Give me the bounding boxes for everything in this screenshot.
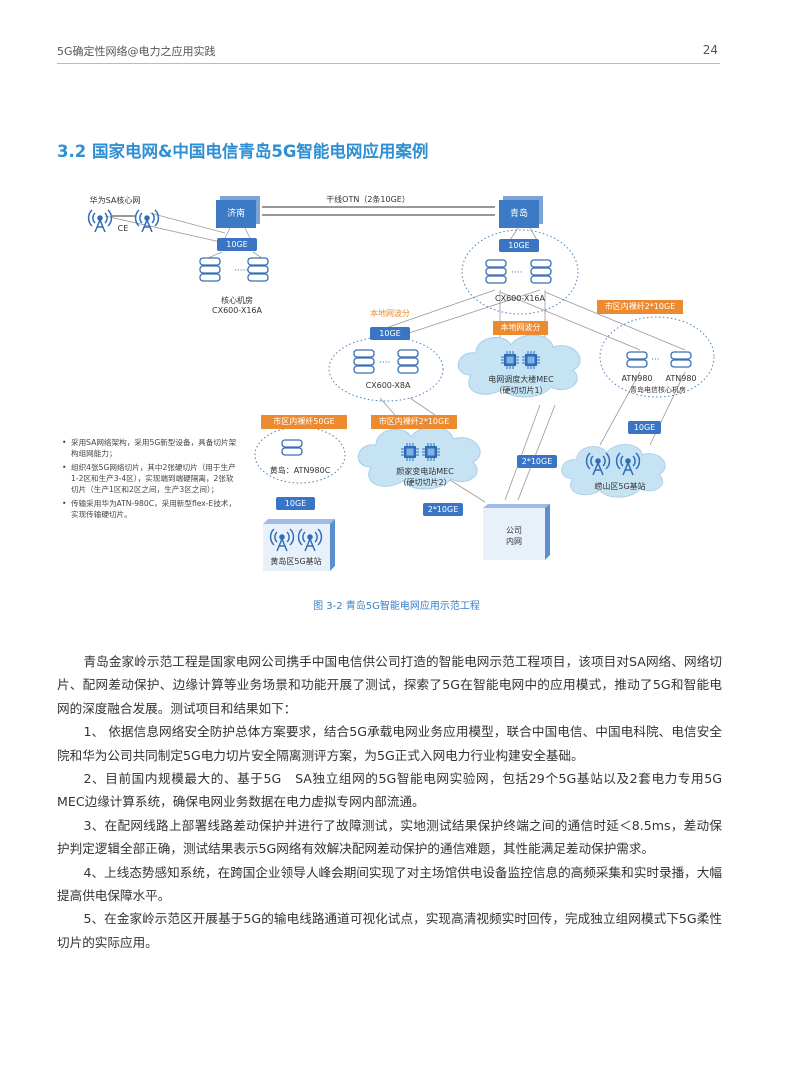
fiber-badge: 市区内裸纤2*10GE xyxy=(371,415,457,429)
paragraph: 青岛金家岭示范工程是国家电网公司携手中国电信供公司打造的智能电网示范工程项目，该… xyxy=(57,654,722,716)
mec1-label: 电网调度大楼MEC xyxy=(488,375,554,384)
qingdao-node: 青岛 xyxy=(499,200,539,228)
running-header: 5G确定性网络@电力之应用实践 xyxy=(57,45,216,58)
diagram-lines: ····· ···· ···· ··· xyxy=(87,206,715,571)
link-badge: 10GE xyxy=(628,421,661,434)
network-diagram: ····· ···· ···· ··· 华为SA核心网 CE 济南 青岛 干线O… xyxy=(0,180,793,620)
link-badge: 10GE xyxy=(217,238,257,251)
huangdao-atn-label: 黄岛：ATN980C xyxy=(269,466,331,475)
section-title: 3.2 国家电网&中国电信青岛5G智能电网应用案例 xyxy=(57,142,429,161)
paragraph: 1、 依据信息网络安全防护总体方案要求，结合5G承载电网业务应用模型，联合中国电… xyxy=(57,724,722,763)
svg-text:····: ···· xyxy=(379,358,390,368)
paragraph: 3、在配网线路上部署线路差动保护并进行了故障测试，实地测试结果保护终端之间的通信… xyxy=(57,817,722,857)
paragraph: 4、上线态势感知系统，在跨国企业领导人峰会期间实现了对主场馆供电设备监控信息的高… xyxy=(57,864,722,904)
core-room-label: 核心机房 xyxy=(221,296,253,305)
fiber-badge: 市区内裸纤2*10GE xyxy=(597,300,683,314)
atn980-label: ATN980 xyxy=(621,374,653,383)
link-badge: 10GE xyxy=(276,497,315,510)
svg-text:·····: ····· xyxy=(234,266,248,276)
body-text: 青岛金家岭示范工程是国家电网公司携手中国电信供公司打造的智能电网示范工程项目，该… xyxy=(57,650,735,954)
bullet-item: 组织4张5G网络切片，其中2张硬切片（用于生产1-2区和生产3-4区），实现端到… xyxy=(62,462,237,495)
atn980-label: ATN980 xyxy=(665,374,697,383)
link-badge: 2*10GE xyxy=(423,503,463,516)
core-net-label: 华为SA核心网 xyxy=(89,196,141,205)
wdm-badge: 本地网波分 xyxy=(493,321,548,335)
figure-caption: 图 3-2 青岛5G智能电网应用示范工程 xyxy=(313,601,480,612)
paragraph: 5、在金家岭示范区开展基于5G的输电线路通道可视化试点，实现高清视频实时回传，完… xyxy=(57,911,722,950)
jinan-node: 济南 xyxy=(216,200,256,228)
link-badge: 10GE xyxy=(370,327,410,340)
mec1-sub: （硬切切片1） xyxy=(494,386,548,395)
cx8a-label: CX600-X8A xyxy=(365,381,411,390)
svg-text:···: ··· xyxy=(651,355,660,365)
core-room-model: CX600-X16A xyxy=(212,306,262,315)
laoshan-label: 崂山区5G基站 xyxy=(594,482,646,491)
otn-label: 干线OTN（2条10GE） xyxy=(326,195,410,204)
company-label: 公司 xyxy=(506,526,522,535)
mec2-sub: （硬切切片2） xyxy=(398,478,452,487)
fiber-badge: 市区内裸纤50GE xyxy=(261,415,347,429)
huangdao-bs-label: 黄岛区5G基站 xyxy=(270,557,322,566)
header-divider xyxy=(57,63,720,64)
telecom-room-label: 青岛电信核心机房 xyxy=(630,386,686,394)
mec2-label: 颜家变电站MEC xyxy=(396,467,454,476)
qingdao-model: CX600-X16A xyxy=(495,294,545,303)
wdm-label: 本地网波分 xyxy=(370,309,410,318)
link-badge: 10GE xyxy=(499,239,539,252)
feature-bullets: 采用SA网络架构，采用5G新型设备，具备切片架构组网能力； 组织4张5G网络切片… xyxy=(62,437,237,523)
bullet-item: 传输采用华为ATN-980C，采用新型flex-E技术，实现传输硬切片。 xyxy=(62,498,237,520)
ce-label: CE xyxy=(117,224,129,233)
company-label-2: 内网 xyxy=(506,537,522,546)
paragraph: 2、目前国内规模最大的、基于5G SA独立组网的5G智能电网实验网，包括29个5… xyxy=(57,771,735,810)
link-badge: 2*10GE xyxy=(517,455,557,468)
bullet-item: 采用SA网络架构，采用5G新型设备，具备切片架构组网能力； xyxy=(62,437,237,459)
svg-text:····: ···· xyxy=(511,268,522,278)
page-number: 24 xyxy=(702,43,718,57)
